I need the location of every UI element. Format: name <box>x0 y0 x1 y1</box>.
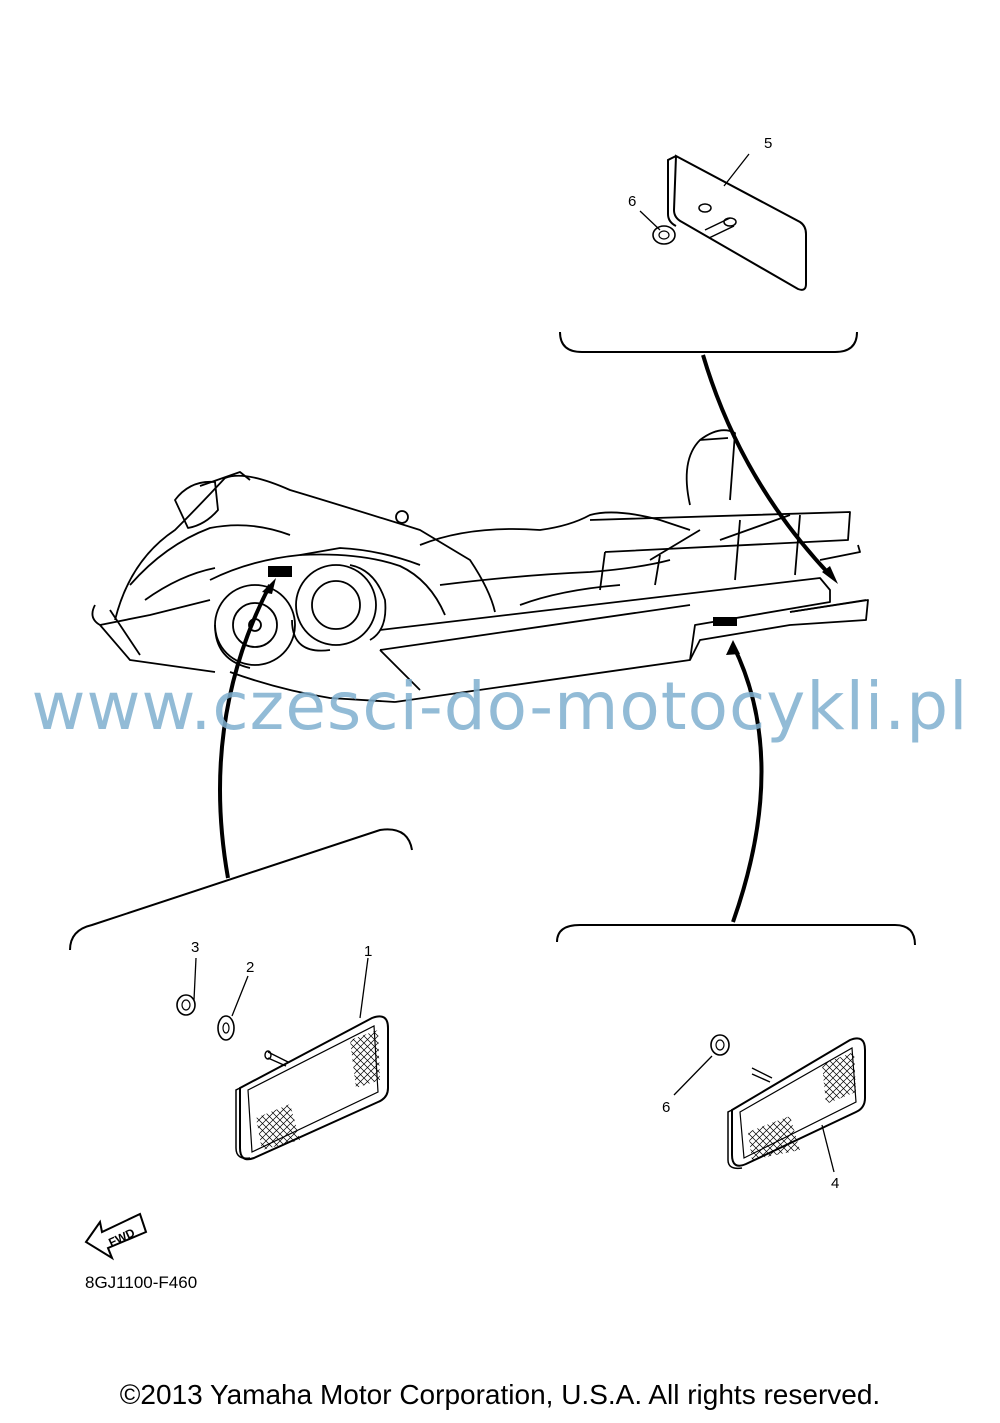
fwd-arrow-icon: FWD <box>84 1212 148 1261</box>
right-reflector-group <box>556 924 916 1173</box>
left-nut <box>176 994 196 1016</box>
rear-plate-group <box>559 153 858 353</box>
callout-5: 5 <box>764 135 772 152</box>
right-reflector <box>731 1037 866 1167</box>
leader-left <box>218 584 272 879</box>
right-nut <box>710 1034 730 1056</box>
callout-4: 4 <box>831 1175 839 1192</box>
side-reflector-location <box>713 617 737 626</box>
callout-1: 1 <box>364 943 372 960</box>
callout-3: 3 <box>191 939 199 956</box>
right-bracket <box>556 924 916 946</box>
left-bracket <box>69 828 413 951</box>
rear-nut <box>652 225 676 245</box>
leader-arrows <box>262 566 838 655</box>
leader-right <box>731 644 764 923</box>
left-washer <box>217 1015 235 1041</box>
leader-lines <box>218 354 832 923</box>
snowmobile <box>91 429 869 703</box>
top-bracket <box>559 331 858 353</box>
callout-6-right: 6 <box>662 1099 670 1116</box>
license-plate <box>672 154 807 291</box>
left-reflector-group <box>69 828 413 1161</box>
copyright-notice: ©2013 Yamaha Motor Corporation, U.S.A. A… <box>119 1379 881 1410</box>
callout-6-top: 6 <box>628 193 636 210</box>
callout-2: 2 <box>246 959 254 976</box>
leader-top <box>701 354 832 577</box>
front-reflector-location <box>268 566 292 577</box>
diagram-code: 8GJ1100-F460 <box>85 1273 198 1292</box>
